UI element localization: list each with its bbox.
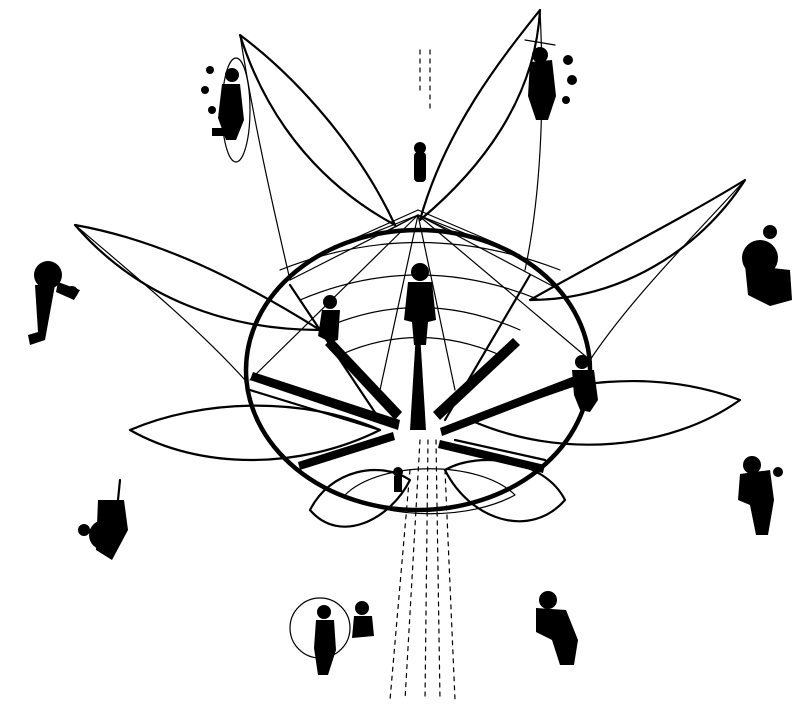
- figure-far-left: [28, 261, 80, 345]
- figure-ring-bottom: [393, 467, 403, 492]
- figure-top-left: [201, 58, 250, 162]
- figure-bottom-right: [536, 591, 578, 665]
- petal-left: [75, 225, 320, 330]
- petal-right: [530, 180, 745, 300]
- figure-top-center: [414, 142, 426, 182]
- figure-lower-right: [738, 456, 783, 535]
- figure-top-right: [525, 40, 577, 120]
- figure-far-right: [742, 225, 792, 306]
- figure-ring-left: [318, 295, 340, 342]
- petal-lower-right: [470, 381, 740, 445]
- figure-bottom-left-pair: [290, 598, 374, 675]
- figures: [28, 40, 792, 675]
- petal-arcs: [75, 10, 745, 527]
- petal-top-left: [240, 35, 395, 225]
- figure-ring-right: [572, 355, 598, 412]
- petal-bottom-center: [345, 469, 515, 514]
- petal-top-right: [420, 10, 540, 220]
- figure-lower-left: [78, 480, 128, 560]
